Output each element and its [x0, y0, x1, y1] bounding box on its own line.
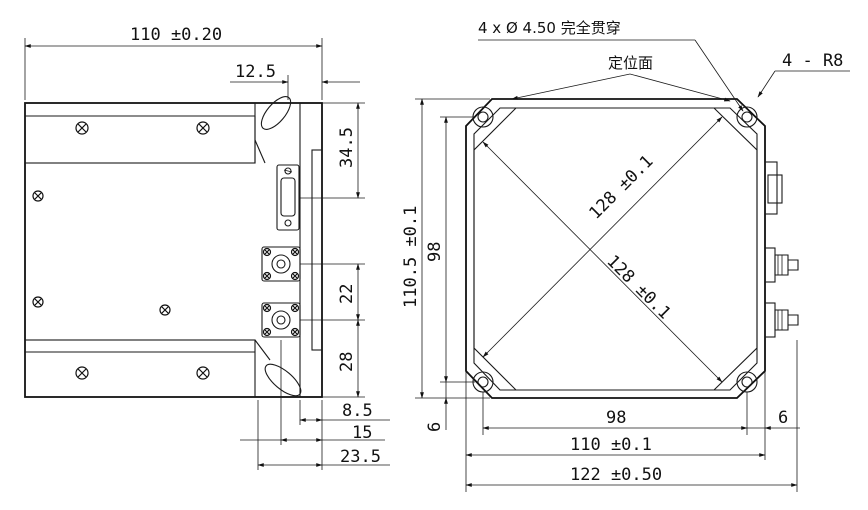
- diag1-label: 128 ±0.1: [585, 151, 657, 223]
- dim-b3-label: 23.5: [340, 447, 381, 467]
- bottom-offset-label: 6: [425, 422, 445, 432]
- height-inner-label: 98: [425, 242, 445, 262]
- screw-icon: [196, 121, 210, 135]
- dim-connector-height-label: 34.5: [337, 127, 357, 168]
- side-body-outline: [24, 102, 323, 398]
- dim-b1-label: 8.5: [342, 401, 373, 421]
- front-view: 128 ±0.1 128 ±0.1 4 x Ø 4.50 完全贯穿 4 - R8…: [401, 19, 850, 492]
- bottom-flange: [24, 339, 256, 398]
- sma-connector-icon: [261, 246, 301, 282]
- screw-icon: [75, 366, 89, 380]
- mount-hole-icon: [472, 106, 494, 128]
- side-view: 110 ±0.20 12.5 34.5 22 28 8.5 15: [24, 25, 390, 470]
- screw-icon: [196, 366, 210, 380]
- bottom-oval-hole: [264, 363, 302, 397]
- screw-icon: [159, 304, 171, 316]
- dim-port-bottom-label: 28: [337, 352, 357, 372]
- dim-connector-offset-label: 12.5: [235, 62, 276, 82]
- sma-connector-icon: [261, 302, 301, 338]
- dim-port-spacing-label: 22: [337, 284, 357, 304]
- dsub-connector-icon: [764, 161, 783, 215]
- screw-icon: [32, 190, 44, 202]
- width-body-label: 110 ±0.1: [570, 435, 652, 455]
- sma-connector-icon: [764, 247, 799, 283]
- width-holes-label: 98: [606, 408, 626, 428]
- mount-hole-icon: [736, 106, 758, 128]
- hole-note: 4 x Ø 4.50 完全贯穿: [478, 19, 621, 37]
- right-offset-label: 6: [778, 408, 788, 428]
- dim-b2-label: 15: [352, 423, 372, 443]
- width-total-label: 122 ±0.50: [570, 465, 662, 485]
- side-edge: [311, 149, 323, 351]
- top-flange: [24, 102, 256, 164]
- screw-icon: [75, 121, 89, 135]
- screw-icon: [32, 296, 44, 308]
- diag2-label: 128 ±0.1: [602, 251, 674, 323]
- sma-connector-icon: [764, 302, 799, 338]
- dim-width-label: 110 ±0.20: [130, 25, 222, 45]
- front-body-outline: [465, 98, 766, 399]
- dsub-connector-icon: [276, 164, 300, 231]
- top-oval-hole: [260, 96, 292, 130]
- height-outer-label: 110.5 ±0.1: [401, 206, 421, 308]
- radius-note: 4 - R8: [782, 51, 843, 71]
- locating-face-label: 定位面: [608, 54, 653, 72]
